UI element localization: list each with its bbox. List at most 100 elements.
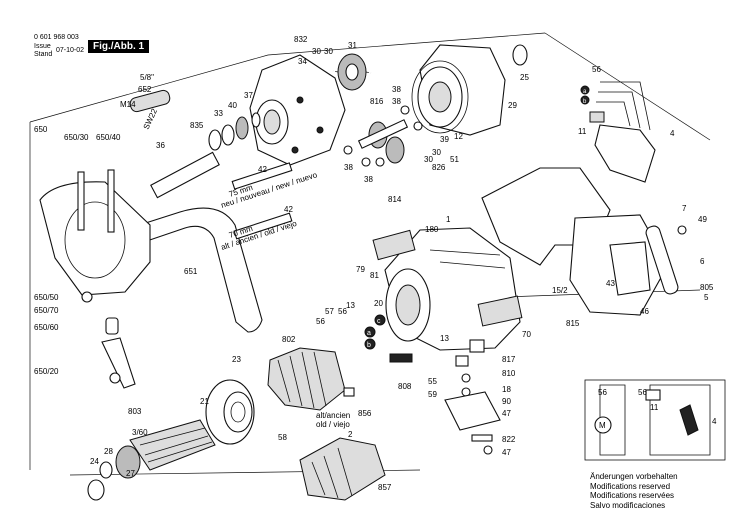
motor-housing: [372, 227, 523, 351]
part-number-label: 5: [704, 293, 709, 302]
svg-text:b: b: [367, 342, 371, 349]
part-number-label: 21: [200, 397, 209, 406]
part-number-label: 11: [578, 127, 587, 136]
part-number-label: 650/70: [34, 306, 59, 315]
part-number-label: 39: [440, 135, 449, 144]
part-number-label: 31: [348, 41, 357, 50]
part-number-label: 808: [398, 382, 412, 391]
part-number-label: 18: [502, 385, 511, 394]
part-number-label: 23: [232, 355, 241, 364]
svg-text:M: M: [599, 421, 606, 430]
part-number-label: 30: [324, 47, 333, 56]
part-number-label: 51: [450, 155, 459, 164]
part-number-label: 38: [392, 97, 401, 106]
part-number-label: 652: [138, 85, 152, 94]
part-number-label: 803: [128, 407, 142, 416]
svg-text:a: a: [367, 330, 371, 337]
part-number-label: 835: [190, 121, 204, 130]
part-number-label: 46: [640, 307, 649, 316]
part-number-label: 47: [502, 448, 511, 457]
part-number-label: 47: [502, 409, 511, 418]
part-number-label: 856: [358, 409, 372, 418]
note-line-3: Modifications reservées: [590, 491, 675, 500]
svg-text:56: 56: [598, 388, 607, 397]
switch: [589, 81, 656, 183]
part-number-label: 857: [378, 483, 392, 492]
part-number-label: 2: [348, 430, 353, 439]
part-number-label: 36: [156, 141, 165, 150]
small-parts: [343, 339, 501, 455]
part-number-label: 34: [298, 57, 307, 66]
tag-armature-old2: old / viejo: [316, 420, 350, 429]
part-number-label: 30: [312, 47, 321, 56]
part-number-label: 650/30: [64, 133, 89, 142]
part-number-label: 30: [432, 148, 441, 157]
modification-notes: Änderungen vorbehalten Modifications res…: [590, 472, 678, 510]
part-number-label: 29: [508, 101, 517, 110]
gear-31: [332, 53, 372, 91]
part-number-label: 180: [425, 225, 439, 234]
part-number-label: 6: [700, 257, 705, 266]
part-number-label: 59: [428, 390, 437, 399]
part-number-label: 650/40: [96, 133, 121, 142]
svg-text:4: 4: [712, 417, 717, 426]
part-number-label: 55: [428, 377, 437, 386]
part-number-label: 651: [184, 267, 198, 276]
part-number-label: 24: [90, 457, 99, 466]
connection-markers: a b a c b: [364, 85, 590, 350]
part-number-label: 25: [520, 73, 529, 82]
part-number-label: 4: [670, 129, 675, 138]
part-number-label: 90: [502, 397, 511, 406]
part-number-label: 70: [522, 330, 531, 339]
wiring-schematic: M 56 56 11 4: [584, 379, 726, 461]
part-number-label: 13: [346, 301, 355, 310]
part-number-label: 12: [454, 132, 463, 141]
part-number-label: 81: [370, 271, 379, 280]
part-number-label: 15/2: [552, 286, 568, 295]
part-number-label: 56: [592, 65, 601, 74]
part-number-label: 13: [440, 334, 449, 343]
part-labels: 832 34 30 30 31 12 25 56 4 11 652 33 40 …: [34, 35, 714, 492]
gear-housing: [249, 54, 346, 166]
svg-text:b: b: [583, 99, 587, 105]
spindle: [129, 89, 261, 199]
part-number-label: 42: [284, 205, 293, 214]
part-number-label: 3/60: [132, 428, 148, 437]
armature: [87, 419, 216, 501]
part-number-label: 650/60: [34, 323, 59, 332]
part-number-label: 826: [432, 163, 446, 172]
part-number-label: 38: [392, 85, 401, 94]
part-number-label: 815: [566, 319, 580, 328]
part-number-label: 650/20: [34, 367, 59, 376]
part-number-label: 56: [338, 307, 347, 316]
part-number-label: 650: [34, 125, 48, 134]
part-number-label: 58: [278, 433, 287, 442]
part-number-label: 822: [502, 435, 516, 444]
part-number-label: 650/50: [34, 293, 59, 302]
part-number-label: 814: [388, 195, 402, 204]
part-number-label: 816: [370, 97, 384, 106]
part-number-label: 810: [502, 369, 516, 378]
issue-label: Issue: [34, 43, 51, 50]
part-number-label: 56: [316, 317, 325, 326]
svg-text:c: c: [377, 318, 381, 325]
part-number-label: 802: [282, 335, 296, 344]
gear-shafts: [343, 105, 423, 167]
note-line-4: Salvo modificaciones: [590, 500, 666, 510]
tag-wrench: SW22: [142, 107, 160, 131]
part-number-label: 1: [446, 215, 451, 224]
part-number-label: 38: [344, 163, 353, 172]
svg-text:a: a: [583, 89, 587, 95]
part-number-label: 33: [214, 109, 223, 118]
part-number-label: 27: [126, 469, 135, 478]
side-handle: [39, 169, 151, 389]
armature-old: [299, 437, 386, 501]
part-number-label: 79: [356, 265, 365, 274]
part-number-label: 20: [374, 299, 383, 308]
part-number-label: 7: [682, 204, 687, 213]
part-number-label: 805: [700, 283, 714, 292]
note-line-1: Änderungen vorbehalten: [590, 472, 678, 481]
field-winding: [267, 347, 346, 411]
part-number-label: 40: [228, 101, 237, 110]
